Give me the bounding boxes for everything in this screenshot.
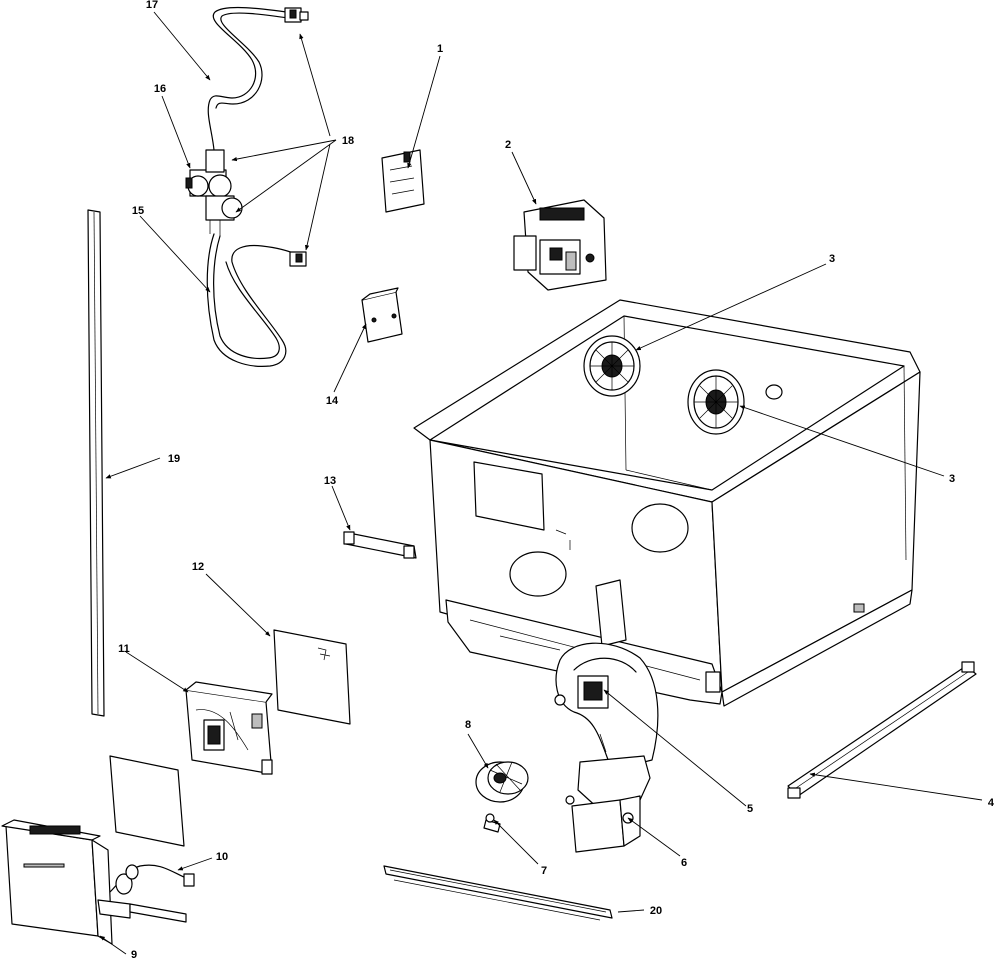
sump-part-6 xyxy=(565,755,651,853)
pump-housing-part-5 xyxy=(554,642,659,771)
diffuser-part-3-lower xyxy=(687,369,745,435)
callout-10: 10 xyxy=(216,851,228,863)
callout-11: 11 xyxy=(118,643,130,655)
callout-14: 14 xyxy=(326,395,339,407)
rail-part-4 xyxy=(787,661,977,799)
motor-part-8 xyxy=(475,761,529,803)
callout-12: 12 xyxy=(192,561,204,573)
callout-1: 1 xyxy=(437,43,443,55)
water-valve xyxy=(185,149,243,236)
cover-plate-part-12 xyxy=(273,629,351,725)
inlet-hose-lower xyxy=(206,233,307,367)
inlet-hose-upper xyxy=(207,6,309,151)
callout-7: 7 xyxy=(541,865,547,877)
callout-19: 19 xyxy=(168,453,180,465)
control-module-part-2 xyxy=(513,199,607,291)
callout-labels: 1 2 3 3 4 5 6 7 8 9 10 11 12 13 14 15 16… xyxy=(118,0,995,960)
wire-harness-part-10 xyxy=(109,864,195,895)
control-board-part-11 xyxy=(185,681,273,775)
bracket-part-1 xyxy=(381,149,425,213)
callout-20: 20 xyxy=(650,905,662,917)
callout-16: 16 xyxy=(154,83,166,95)
callout-3-upper: 3 xyxy=(829,253,835,265)
bracket-part-13 xyxy=(343,531,417,559)
callout-4: 4 xyxy=(988,797,995,809)
callout-18: 18 xyxy=(342,135,354,147)
callout-15: 15 xyxy=(132,205,144,217)
callout-17: 17 xyxy=(146,0,158,11)
dispenser-part-9 xyxy=(1,819,187,945)
dishwasher-tub xyxy=(413,299,921,707)
callout-13: 13 xyxy=(324,475,336,487)
side-trim-strip xyxy=(87,209,105,717)
callout-9: 9 xyxy=(131,949,137,960)
callout-8: 8 xyxy=(465,719,471,731)
strip-part-20 xyxy=(383,865,613,921)
callout-3-lower: 3 xyxy=(949,473,955,485)
panel-behind-dispenser xyxy=(109,755,185,847)
diffuser-part-3-upper xyxy=(583,335,641,397)
callout-5: 5 xyxy=(747,803,753,815)
callout-6: 6 xyxy=(681,857,687,869)
leader-lines xyxy=(99,11,983,955)
junction-box-part-14 xyxy=(361,287,403,343)
callout-2: 2 xyxy=(505,139,511,151)
